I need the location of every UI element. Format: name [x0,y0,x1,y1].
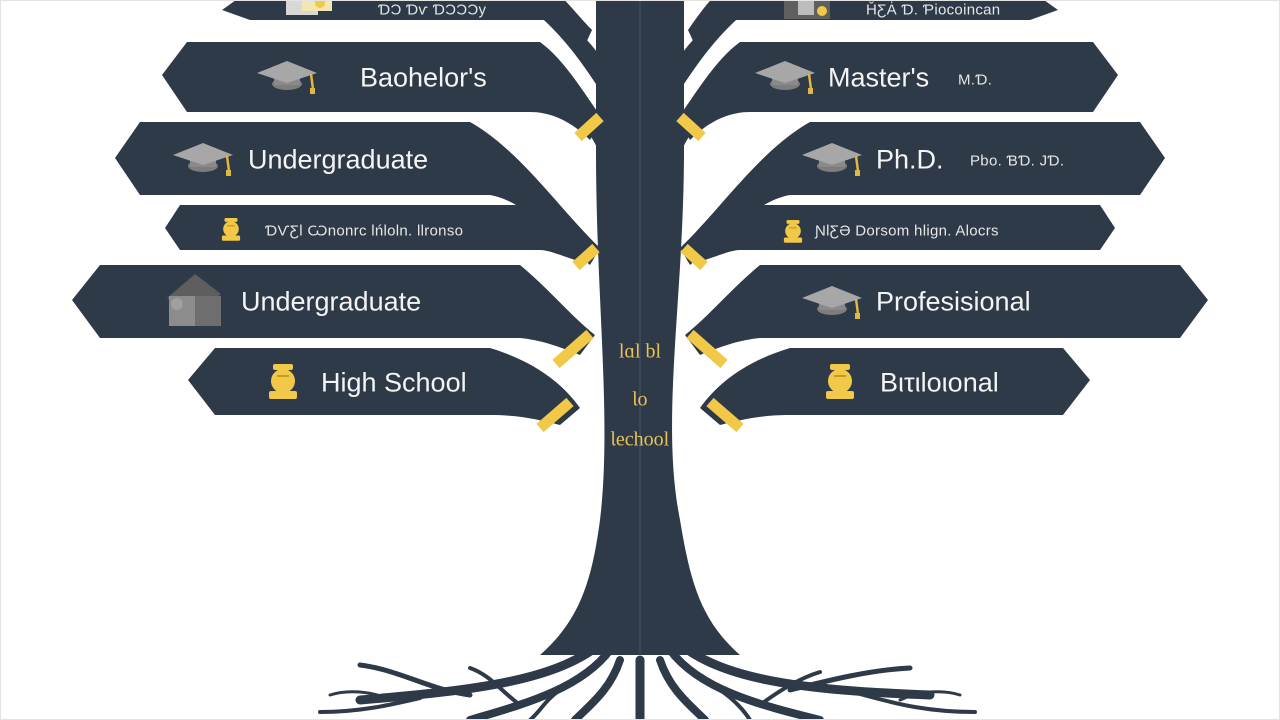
professional-label: Profesisional [876,286,1031,317]
trunk-text-3: Ɩechool [610,428,670,451]
left-small-label: ƊѴƸƖ Ѡnonrc lńlоln. Ɩlrоnso [265,222,464,240]
board-right-small [690,205,1115,260]
right-bottom-label: Bιτιlοιοnal [880,367,999,398]
high-school-label: High School [321,367,467,398]
left-boards [72,0,602,425]
masters-label: Master's [828,62,930,93]
board-right-professional [685,265,1208,355]
masters-suffix-label: M.Ɗ. [958,71,993,89]
gold-ties [536,112,744,433]
undergraduate-label-2: Undergraduate [241,286,422,317]
diploma-icon [286,0,332,15]
undergraduate-label-1: Undergraduate [248,144,429,175]
right-top-label: ȞƸȦ Ɗ. Ƥiocoincan [866,1,1001,19]
trunk-text-2: Ɩo [632,388,648,411]
board-left-undergraduate-1 [115,122,600,265]
right-boards [678,0,1208,425]
graduation-cap-icon [167,274,221,326]
bachelors-label: Baohelor's [360,62,487,93]
right-small-label: ƝlƸƏ Dorsom hlign. Alocrs [815,222,999,240]
board-right-phd [680,122,1165,265]
board-left-small [165,205,590,260]
phd-label: Ph.D. [876,144,944,175]
graduation-cap-icon [784,0,830,19]
board-right-top [688,0,1058,45]
trunk-text-1: lɑl bl [618,340,662,363]
left-top-label: ƊƆ Ɗѵ ƊƆƆƆy [378,1,487,19]
board-right-bottom [700,348,1090,425]
phd-suffix-label: Pbo. ƁƊ. JƊ. [970,152,1065,170]
board-left-bachelors [162,42,602,140]
